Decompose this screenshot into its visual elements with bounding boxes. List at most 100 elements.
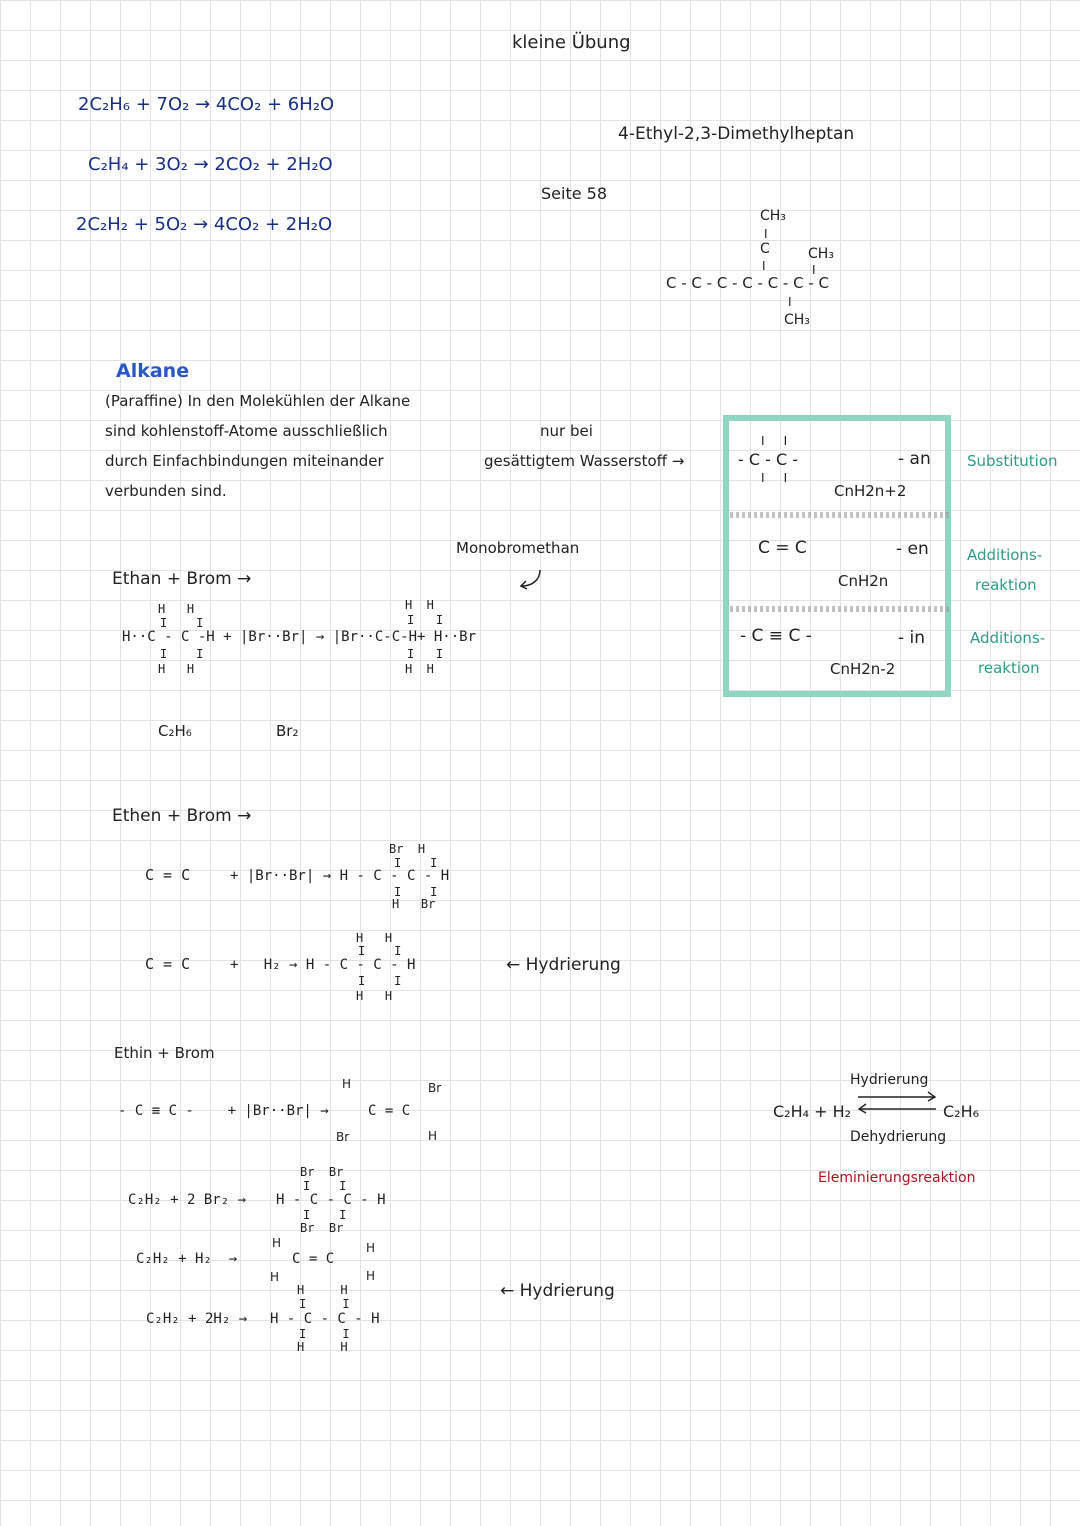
equilibrium-arrows-icon	[857, 1091, 937, 1114]
equation-ethane-combustion: 2C₂H₆ + 7O₂ → 4CO₂ + 6H₂O	[78, 94, 335, 115]
product-h-atoms: H H	[405, 662, 434, 676]
heptan-c-top: C	[760, 241, 770, 257]
ethane-product-top: H H	[297, 1283, 348, 1297]
ethane-product-bonds: I I	[299, 1327, 350, 1341]
ethyne-double-hydrogenation-equation: C₂H₂ + 2H₂ →	[146, 1311, 248, 1327]
ethane-product-structure: H - C - C - H	[270, 1311, 380, 1327]
ethyne-product-atom: H	[342, 1077, 352, 1091]
heptan-bond: I	[762, 259, 766, 273]
product-h-atoms: H H	[405, 598, 434, 612]
heptan-top-ch3: CH₃	[760, 208, 786, 224]
label-bromine-formula: Br₂	[276, 722, 299, 740]
curved-arrow-icon	[519, 569, 541, 590]
ethyne-product-atom: H	[428, 1129, 438, 1143]
suffix-en: - en	[896, 539, 929, 559]
dibromoethene-structure: C = C	[368, 1103, 411, 1119]
reaction-substitution: Substitution	[967, 452, 1058, 470]
ethene-product-bonds: I I	[394, 885, 438, 899]
formula-alkyne: CnH2n-2	[830, 660, 896, 678]
ethene-bromination-equation: + |Br··Br| → H - C - C - H	[230, 868, 450, 884]
formula-alkane: CnH2n+2	[834, 482, 907, 500]
ethene-reaction-title: Ethen + Brom →	[112, 806, 252, 826]
formula-alkene: CnH2n	[838, 572, 889, 590]
ethene-hydrogenation-equation: + H₂ → H - C - C - H	[230, 957, 416, 973]
ethane-product-bonds: I I	[358, 944, 402, 958]
page-reference: Seite 58	[541, 184, 608, 203]
heptan-bond: I	[764, 227, 768, 241]
label-hydrogenation: ← Hydrierung	[500, 1281, 615, 1301]
ethane-reaction-title: Ethan + Brom →	[112, 569, 252, 589]
row-divider	[730, 606, 952, 612]
alkane-definition-line: sind kohlenstoff-Atome ausschließlich	[105, 422, 388, 440]
label-hydrogenation-arrow: Hydrierung	[850, 1072, 929, 1088]
label-monobromethane: Monobromethan	[456, 539, 580, 557]
hydrocarbon-classes-box	[723, 415, 951, 697]
note-saturated: gesättigtem Wasserstoff →	[484, 452, 685, 470]
alkene-double-bond: C = C	[758, 538, 807, 558]
suffix-in: - in	[898, 628, 926, 648]
tetrabromoethane-bonds: I I	[303, 1208, 347, 1222]
equation-ethene-combustion: C₂H₄ + 3O₂ → 2CO₂ + 2H₂O	[88, 154, 333, 175]
ethyne-bromination-equation: - C ≡ C - + |Br··Br| →	[118, 1103, 329, 1119]
ethane-bonds: I I	[160, 647, 204, 661]
product-bonds: I I	[407, 613, 444, 627]
ethene-product-top: Br H	[389, 842, 426, 856]
product-bonds: I I	[407, 647, 444, 661]
tetrabromoethane-top: Br Br	[300, 1165, 344, 1179]
reaction-addition: reaktion	[975, 576, 1037, 594]
ethene-product-atom: H	[272, 1236, 282, 1250]
alkane-definition-line: durch Einfachbindungen miteinander	[105, 452, 384, 470]
heptan-main-chain: C - C - C - C - C - C - C	[666, 274, 830, 292]
ethene-product-bottom: H Br	[392, 897, 436, 911]
label-elimination-reaction: Eleminierungsreaktion	[818, 1170, 976, 1186]
alkane-bond-bars: I I	[761, 471, 788, 485]
page-title: kleine Übung	[512, 32, 631, 53]
ethyne-product-atom: Br	[336, 1130, 350, 1144]
suffix-an: - an	[898, 449, 931, 469]
ethyne-reaction-title: Ethin + Brom	[114, 1044, 215, 1062]
row-divider	[730, 512, 952, 518]
heptan-side-ch3: CH₃	[808, 246, 834, 262]
alkane-bond-bars: I I	[761, 434, 788, 448]
alkane-heading: Alkane	[116, 360, 190, 382]
tetrabromoethane-bottom: Br Br	[300, 1221, 344, 1235]
ethane-bonds: I I	[160, 616, 204, 630]
ethane-h-atoms: H H	[158, 602, 195, 616]
compound-name: 4-Ethyl-2,3-Dimethylheptan	[618, 124, 855, 144]
ethane-bromination-equation: H··C - C -H + |Br··Br| → |Br··C-C-H+ H··…	[122, 629, 477, 645]
equation-ethyne-combustion: 2C₂H₂ + 5O₂ → 4CO₂ + 2H₂O	[76, 214, 333, 235]
ethene-product-structure: C = C	[292, 1251, 335, 1267]
ethene-product-atom: H	[270, 1270, 280, 1284]
heptan-bond: I	[788, 295, 792, 309]
heptan-bottom-ch3: CH₃	[784, 312, 810, 328]
equilibrium-left-side: C₂H₄ + H₂	[773, 1102, 852, 1121]
label-ethane-formula: C₂H₆	[158, 722, 192, 740]
ethyne-product-atom: Br	[428, 1081, 442, 1095]
ethyne-hydrogenation-equation: C₂H₂ + H₂ →	[136, 1251, 238, 1267]
reaction-addition: Additions-	[967, 546, 1043, 564]
ethane-product-bonds: I I	[358, 974, 402, 988]
alkane-single-bond: - C - C -	[738, 450, 799, 469]
equilibrium-right-side: C₂H₆	[943, 1102, 980, 1121]
tetrabromoethane-bonds: I I	[303, 1179, 347, 1193]
ethane-product-bonds: I I	[299, 1297, 350, 1311]
ethane-h-atoms: H H	[158, 662, 195, 676]
ethyne-double-bromination-equation: C₂H₂ + 2 Br₂ →	[128, 1192, 247, 1208]
ethene-product-atom: H	[366, 1269, 376, 1283]
label-hydrogenation: ← Hydrierung	[506, 955, 621, 975]
ethane-product-top: H H	[356, 931, 393, 945]
reaction-addition: reaktion	[978, 659, 1040, 677]
ethene-product-bonds: I I	[394, 856, 438, 870]
ethene-structure: C = C	[145, 955, 191, 973]
ethene-structure: C = C	[145, 866, 191, 884]
alkane-definition-line: (Paraffine) In den Molekühlen der Alkane	[105, 392, 411, 410]
alkyne-triple-bond: - C ≡ C -	[740, 626, 812, 646]
reaction-addition: Additions-	[970, 629, 1046, 647]
ethane-product-bottom: H H	[297, 1340, 348, 1354]
alkane-definition-line: verbunden sind.	[105, 482, 227, 500]
ethene-product-atom: H	[366, 1241, 376, 1255]
heptan-bond: I	[812, 263, 816, 277]
tetrabromoethane-structure: H - C - C - H	[276, 1192, 386, 1208]
ethane-product-bottom: H H	[356, 989, 393, 1003]
note-only-with: nur bei	[540, 422, 593, 440]
